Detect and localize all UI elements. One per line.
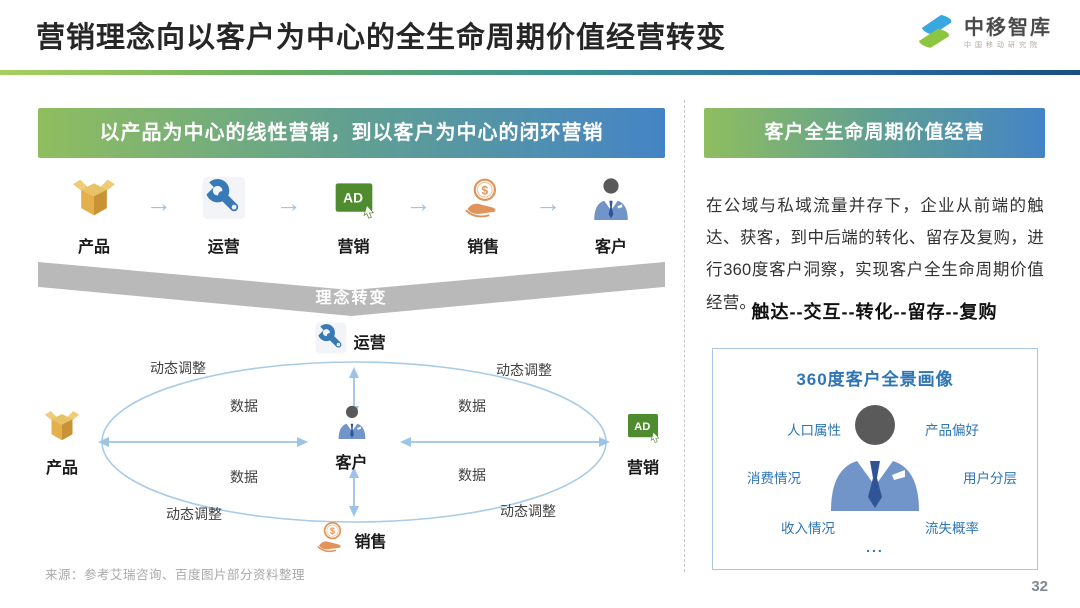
portrait-label: 用户分层 [963,471,1017,486]
adjust-label: 动态调整 [496,362,552,378]
flow-label: 运营 [207,239,240,256]
coin-symbol: $ [329,526,334,536]
customer-portrait-box: 360度客户全景画像 人口属性 产品偏好 消费情况 用户分层 收入情况 流失概率… [712,348,1038,570]
data-label: 数据 [458,398,486,414]
logo-name: 中移智库 [964,17,1052,40]
data-label: 数据 [230,469,258,485]
panel-divider [684,100,685,572]
flow-item-marketing: AD 营销 [332,176,376,257]
diagram-node-label: 营销 [626,460,659,477]
source-note: 来源：参考艾瑞咨询、百度图片部分资料整理 [45,568,306,582]
diagram-node-label: 运营 [353,334,386,352]
ad-icon-text: AD [343,191,363,206]
flow-arrow-icon: → [275,188,302,218]
flow-label: 产品 [77,239,110,256]
diagram-node-label: 客户 [335,455,368,472]
linear-flow: 产品 → 运营 → [38,176,665,257]
right-banner: 客户全生命周期价值经营 [704,108,1045,158]
flow-arrow-icon: → [145,188,172,218]
page-number: 32 [1031,578,1048,595]
flow-item-operation: 运营 [194,176,246,257]
coin-symbol: $ [482,183,489,197]
chevron-label: 理念转变 [315,290,388,307]
wrench-icon [309,322,347,359]
person-icon [591,176,631,225]
ad-icon: AD [332,176,376,225]
lifecycle-stages: 触达--交互--转化--留存--复购 [751,302,998,322]
company-logo: 中移智库 中国移动研究院 [912,8,1052,59]
ad-icon: AD [625,408,661,449]
businessman-icon [825,397,925,520]
left-panel: 以产品为中心的线性营销，到以客户为中心的闭环营销 产品 → [38,108,665,568]
adjust-label: 动态调整 [166,506,222,522]
diagram-node-label: 销售 [354,533,387,551]
flow-label: 销售 [467,239,500,256]
portrait-label: 产品偏好 [925,423,979,438]
data-label: 数据 [458,467,486,483]
adjust-label: 动态调整 [150,360,206,376]
portrait-label: 流失概率 [925,521,979,536]
diagram-wires [98,361,610,523]
logo-subtitle: 中国移动研究院 [964,42,1041,50]
diagram-node-operation: 运营 [309,322,386,359]
flow-arrow-icon: → [535,188,562,218]
flow-item-customer: 客户 [591,176,631,257]
diagram-node-label: 产品 [45,460,78,477]
person-icon [335,404,367,444]
header-gradient-rule [0,70,1080,75]
wrench-icon [194,176,246,225]
portrait-more-ellipsis: ... [866,539,884,555]
coin-hand-icon: $ [461,176,505,225]
box-icon [72,176,116,225]
portrait-label: 消费情况 [747,471,801,486]
logo-icon [912,8,958,59]
left-banner: 以产品为中心的线性营销，到以客户为中心的闭环营销 [38,108,665,158]
portrait-label: 收入情况 [781,521,835,536]
diagram-node-marketing: AD 营销 [625,408,661,478]
adjust-label: 动态调整 [500,503,556,519]
diagram-node-sales: $ 销售 [314,520,387,559]
flow-item-product: 产品 [72,176,116,257]
page-title: 营销理念向以客户为中心的全生命周期价值经营转变 [36,22,727,54]
right-panel: 客户全生命周期价值经营 在公域与私域流量并存下，企业从前端的触达、获客，到中后端… [704,108,1045,572]
data-label: 数据 [230,398,258,414]
flow-item-sales: $ 销售 [461,176,505,257]
coin-hand-icon: $ [314,520,348,559]
diagram-node-product: 产品 [44,408,80,478]
flow-label: 客户 [594,239,627,256]
loop-diagram: 运营 动态调整 动态调整 动态调整 动态调整 数据 数据 数据 数据 [38,320,665,568]
portrait-title: 360度客户全景画像 [796,370,954,389]
ad-icon-text: AD [634,421,650,433]
description-paragraph: 在公域与私域流量并存下，企业从前端的触达、获客，到中后端的转化、留存及复购，进行… [706,197,1044,312]
box-icon [44,408,80,449]
portrait-label: 人口属性 [787,423,841,438]
flow-label: 营销 [337,239,370,256]
diagram-node-customer: 客户 [335,404,368,473]
flow-arrow-icon: → [405,188,432,218]
